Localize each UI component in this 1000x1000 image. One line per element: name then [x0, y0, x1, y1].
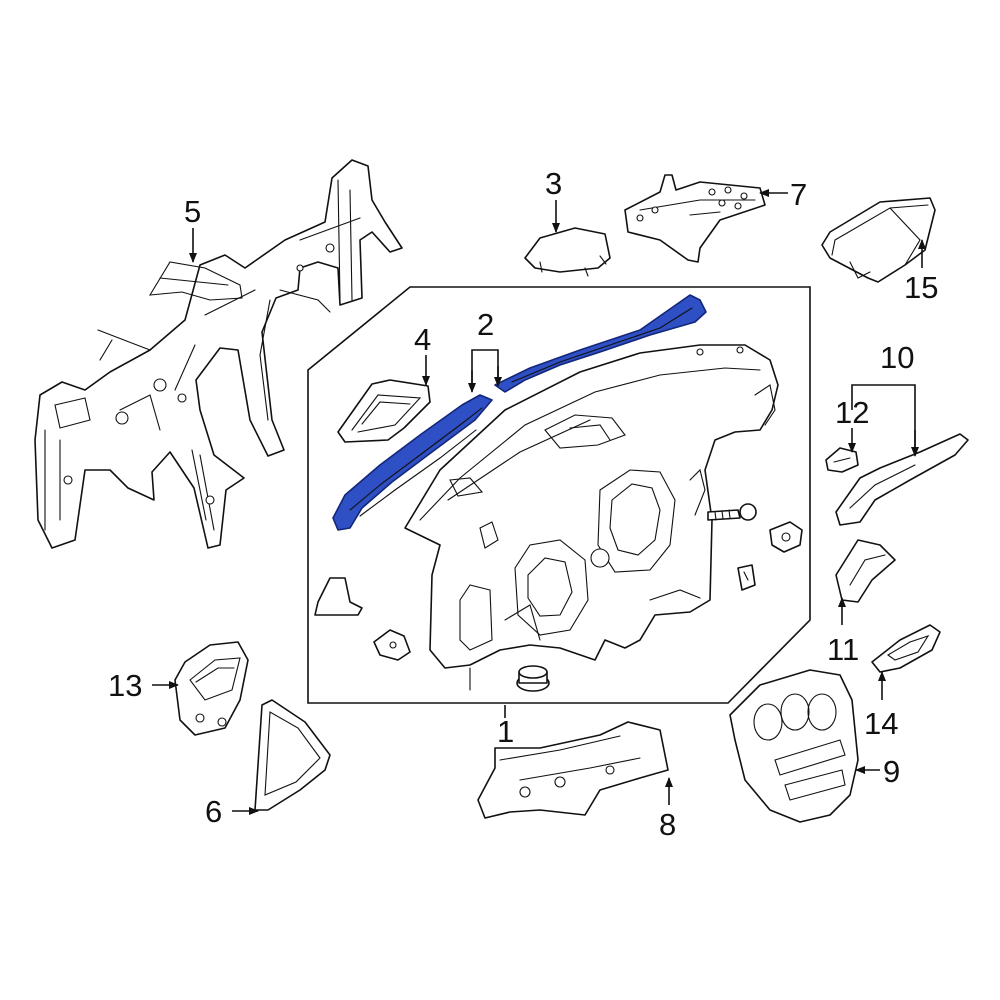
part-11-trim[interactable]	[835, 539, 896, 603]
part-2-right-trim[interactable]	[494, 294, 707, 393]
fastener-bracket[interactable]	[769, 521, 803, 553]
fastener-small-bracket[interactable]	[373, 629, 411, 661]
part-5-cross-car-beam[interactable]	[34, 159, 403, 549]
part-10-side-trim[interactable]	[835, 433, 969, 526]
fastener-clip[interactable]	[737, 564, 756, 591]
callout-13: 13	[108, 668, 142, 703]
part-6-side-panel[interactable]	[254, 699, 331, 811]
part-9-control-panel[interactable]	[729, 669, 859, 823]
part-8-lower-bracket[interactable]	[477, 721, 669, 819]
callout-8: 8	[659, 807, 676, 842]
callout-7: 7	[790, 177, 807, 212]
callout-12: 12	[835, 395, 869, 430]
part-4-vent-housing[interactable]	[337, 379, 431, 443]
callout-4: 4	[414, 322, 431, 357]
callout-1: 1	[497, 714, 514, 749]
callout-labels: 1 2 3 4 5 6 7 8 9 10 11 12 13 14 15	[108, 166, 938, 842]
callout-2: 2	[477, 307, 494, 342]
part-13-vent[interactable]	[174, 641, 249, 736]
part-14-switch[interactable]	[871, 624, 941, 673]
callout-6: 6	[205, 794, 222, 829]
callout-3: 3	[545, 166, 562, 201]
callout-14: 14	[864, 706, 898, 741]
assembly-boundary	[307, 286, 811, 704]
callout-10: 10	[880, 340, 914, 375]
part-3-cover[interactable]	[524, 227, 611, 277]
part-7-bracket-module[interactable]	[624, 174, 766, 263]
leader-lines	[152, 189, 926, 815]
part-15-module[interactable]	[821, 197, 936, 283]
callout-5: 5	[184, 194, 201, 229]
part-2-left-trim[interactable]	[332, 394, 493, 531]
part-12-clip[interactable]	[825, 447, 859, 473]
fastener-mount[interactable]	[314, 577, 363, 616]
callout-15: 15	[904, 270, 938, 305]
fastener-bolt[interactable]	[707, 503, 757, 521]
callout-9: 9	[883, 754, 900, 789]
fastener-grommet[interactable]	[516, 665, 550, 692]
part-2-defroster-trim-highlighted[interactable]	[332, 294, 707, 531]
part-1-instrument-panel[interactable]	[404, 344, 779, 691]
callout-11: 11	[827, 632, 859, 667]
